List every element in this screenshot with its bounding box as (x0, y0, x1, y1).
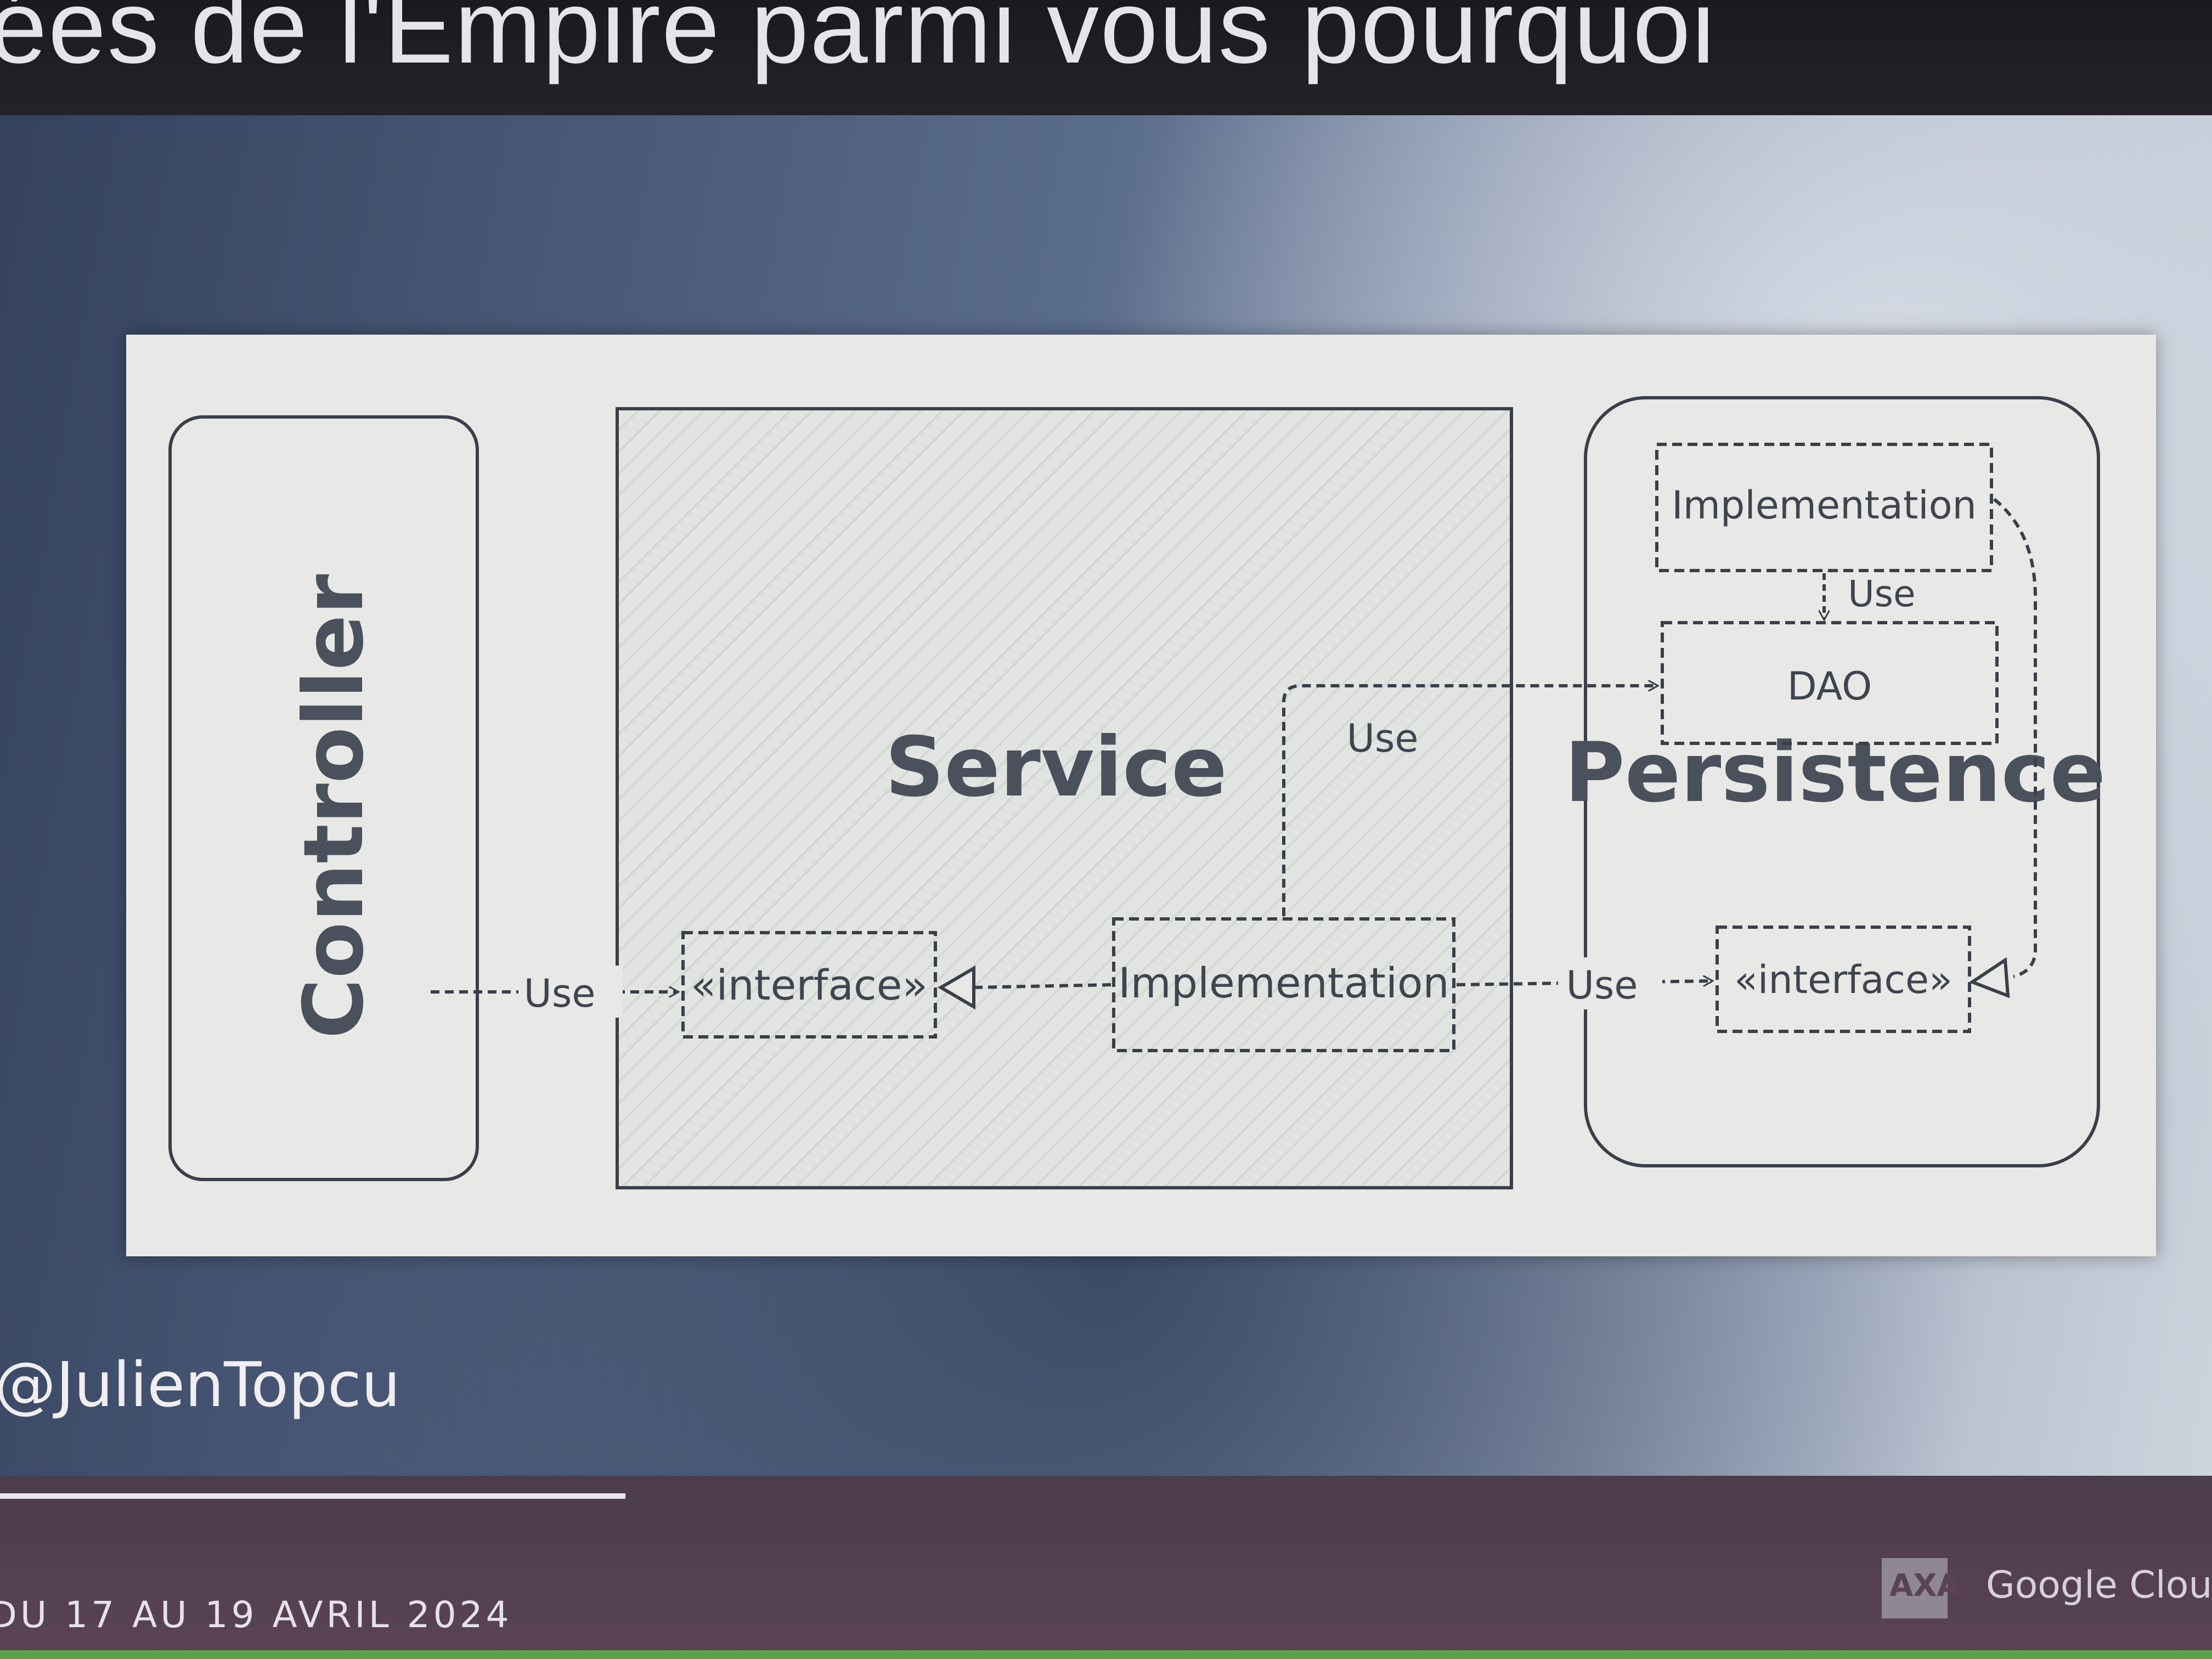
axa-logo-text: AXA (1889, 1568, 1961, 1604)
realization-line-service (970, 983, 1111, 989)
persistence-label: Persistence (1565, 725, 2106, 821)
service-box (616, 407, 1513, 1189)
use-arrow-service-dao (1282, 686, 1657, 916)
axa-logo: AXA (1882, 1558, 1961, 1618)
use-label-bg (1558, 957, 1662, 1009)
controller-box (168, 415, 479, 1181)
footer-band (0, 1476, 2212, 1659)
use-label-bg (518, 966, 623, 1018)
bottom-accent-strip (0, 1650, 2212, 1659)
persistence-implementation-label: Implementation (1672, 483, 1977, 528)
slide-title-bar: ées de l'Empire parmi vous pourquoi (0, 0, 2212, 126)
use-label-service-persistence: Use (1566, 963, 1638, 1008)
sponsor-name: Google Cloud (1986, 1564, 2212, 1607)
service-implementation-label: Implementation (1118, 958, 1449, 1007)
use-label-controller-service: Use (524, 971, 596, 1016)
dao-box (1661, 621, 1999, 745)
service-interface-label: «interface» (691, 961, 928, 1009)
persistence-interface-box (1716, 926, 1971, 1033)
controller-label: Controller (286, 574, 382, 1039)
event-dates: DU 17 AU 19 AVRIL 2024 (0, 1594, 512, 1636)
use-label-impl-dao: Use (1848, 573, 1915, 615)
architecture-diagram: Controller Service Persistence «interfac… (126, 335, 2156, 1256)
realization-arrowhead-service (938, 965, 975, 1010)
service-implementation-box (1112, 917, 1455, 1052)
use-label-service-dao: Use (1347, 716, 1419, 761)
persistence-box (1584, 396, 2100, 1167)
service-label: Service (885, 720, 1227, 815)
realization-arrowhead-persistence (1968, 957, 2010, 998)
handle-underline (0, 1493, 625, 1499)
diagram-canvas: Controller Service Persistence «interfac… (168, 396, 2106, 1189)
twitter-handle: @JulienTopcu (0, 1350, 400, 1421)
slide-title: ées de l'Empire parmi vous pourquoi (0, 0, 1716, 85)
service-interface-box (681, 931, 937, 1039)
persistence-interface-label: «interface» (1734, 957, 1953, 1002)
dao-label: DAO (1787, 664, 1872, 709)
